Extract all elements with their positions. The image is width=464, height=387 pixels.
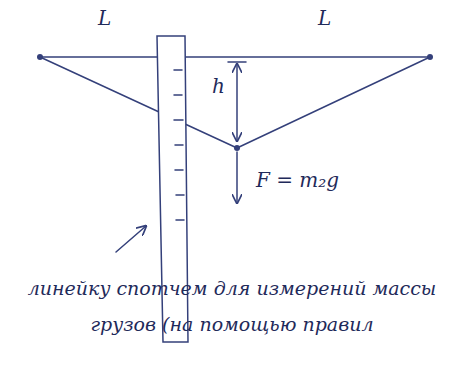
pointer-arrow bbox=[116, 226, 146, 252]
force-arrow bbox=[236, 152, 238, 203]
load-point bbox=[234, 145, 240, 151]
length-label: L bbox=[318, 6, 331, 30]
handwritten-note: линейку спотчем для измерений массы груз… bbox=[14, 270, 450, 342]
height-tick bbox=[228, 61, 246, 63]
left-string bbox=[40, 57, 237, 148]
height-arrow bbox=[236, 64, 238, 141]
right-string bbox=[237, 57, 430, 148]
force-label: F = m₂g bbox=[256, 168, 339, 192]
ruler-ticks bbox=[174, 70, 184, 220]
anchor-point bbox=[427, 54, 433, 60]
anchor-point bbox=[37, 54, 43, 60]
height-label: h bbox=[212, 74, 225, 98]
length-label: L bbox=[98, 6, 111, 30]
horizontal-line bbox=[40, 56, 430, 58]
